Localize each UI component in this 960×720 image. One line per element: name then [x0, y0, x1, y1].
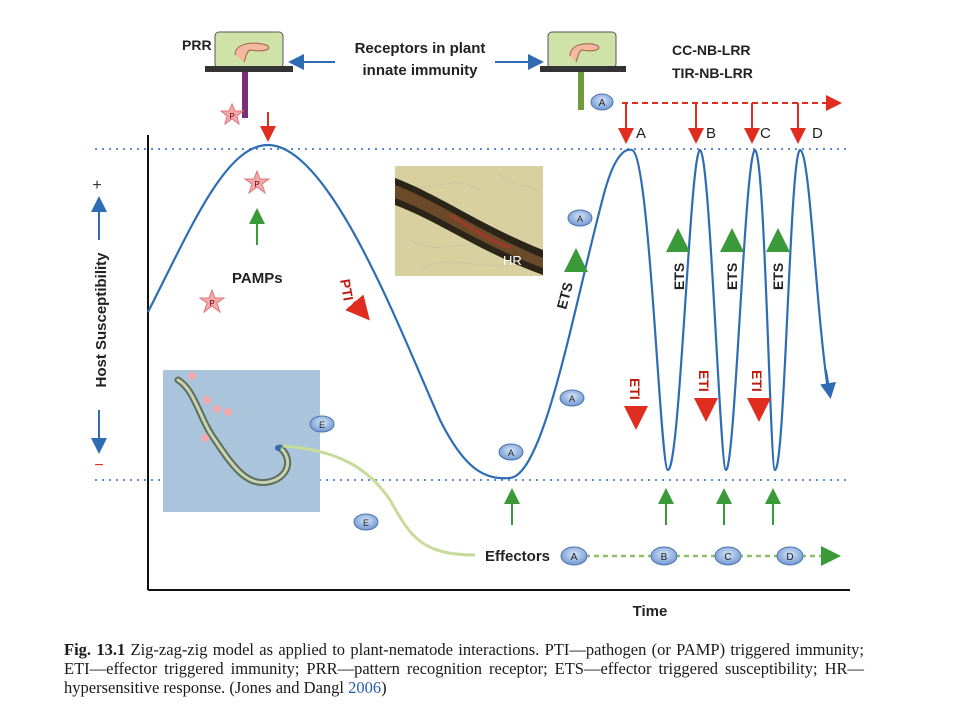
pamp-star-low: P: [198, 288, 226, 314]
pti-arrow: [345, 294, 370, 321]
nlr-label-2: TIR-NB-LRR: [672, 65, 753, 81]
nlr-effector-badge-text: A: [599, 98, 606, 109]
ets-label-1: ETS: [553, 280, 576, 310]
caption-fig-label: Fig. 13.1: [64, 640, 126, 659]
phase-label-c: C: [760, 125, 771, 142]
caption-text: Zig-zag-zig model as applied to plant-ne…: [64, 640, 864, 697]
y-axis-label: Host Susceptibility: [93, 252, 110, 388]
nlr-effector-badge: [590, 93, 614, 111]
prr-stalk: [242, 72, 248, 118]
prr-membrane: [205, 66, 293, 72]
eti-label-3: ETI: [749, 370, 765, 392]
effector-badge-mid: [353, 513, 379, 531]
effector-row-badge-c: C: [714, 546, 742, 566]
svg-text:A: A: [571, 552, 578, 563]
svg-text:C: C: [724, 552, 731, 563]
svg-text:E: E: [319, 420, 325, 430]
x-axis-label: Time: [633, 603, 668, 620]
curve-badge-rise: A: [559, 389, 585, 407]
nlr-label-1: CC-NB-LRR: [672, 42, 751, 58]
phase-label-d: D: [812, 125, 823, 142]
svg-text:P: P: [209, 299, 214, 308]
susceptibility-curve: [147, 143, 830, 480]
effector-row-badge-a: A: [560, 546, 588, 566]
svg-text:A: A: [569, 394, 575, 404]
curve-badge-upper: A: [567, 209, 593, 227]
nlr-membrane: [540, 66, 626, 72]
svg-text:A: A: [508, 448, 514, 458]
y-plus-sign: +: [92, 177, 101, 194]
nematode-micrograph: [163, 370, 320, 512]
prr-receptor-shape: [234, 42, 270, 63]
phase-label-a: A: [636, 125, 646, 142]
receptors-line-1: Receptors in plant: [355, 40, 486, 57]
pamp-star-top: P: [219, 102, 245, 126]
phase-label-b: B: [706, 125, 716, 142]
eti-label-1: ETI: [627, 378, 643, 400]
effectors-label: Effectors: [485, 548, 550, 565]
svg-text:A: A: [577, 214, 583, 224]
zig-zag-diagram: + Host Susceptibility − PRR Receptors in…: [91, 31, 850, 620]
effector-row-badge-b: B: [650, 546, 678, 566]
svg-text:P: P: [229, 112, 234, 121]
nlr-stalk: [578, 72, 584, 110]
pamps-label: PAMPs: [232, 270, 283, 287]
svg-text:B: B: [661, 552, 668, 563]
pamp-star-mid: P: [243, 169, 271, 195]
svg-text:P: P: [254, 180, 259, 189]
ets-label-2: ETS: [671, 263, 687, 290]
caption-year-link[interactable]: 2006: [348, 678, 382, 697]
ets-label-4: ETS: [770, 263, 786, 290]
effector-row-badge-d: D: [776, 546, 804, 566]
svg-text:D: D: [786, 552, 793, 563]
curve-tail-arrow: [820, 369, 837, 399]
prr-label: PRR: [182, 37, 212, 53]
eti-label-2: ETI: [696, 370, 712, 392]
effector-path: [282, 444, 476, 557]
curve-badge-trough: A: [498, 443, 524, 461]
svg-text:E: E: [363, 518, 369, 528]
ets-label-3: ETS: [724, 263, 740, 290]
y-minus-sign: −: [94, 457, 103, 474]
effector-badge-top: [309, 415, 335, 433]
nlr-receptor-shape: [569, 43, 600, 63]
figure-caption: Fig. 13.1 Zig-zag-zig model as applied t…: [64, 640, 864, 697]
receptors-line-2: innate immunity: [362, 62, 478, 79]
hr-label: HR: [503, 253, 522, 268]
hr-micrograph: HR: [395, 166, 543, 276]
caption-close: ): [381, 678, 387, 697]
pti-label: PTI: [337, 278, 357, 302]
